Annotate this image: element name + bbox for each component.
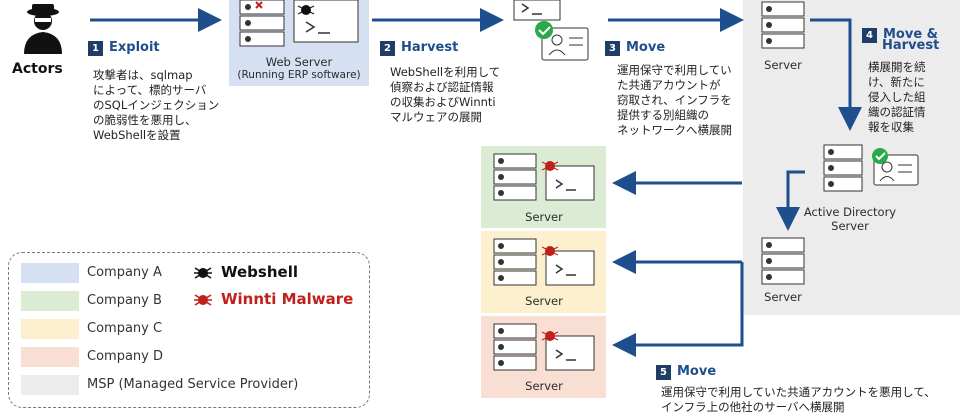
web-server-label: Web Server [265, 55, 333, 69]
step-5-number: 5 [656, 365, 671, 380]
legend-label-msp: MSP (Managed Service Provider) [87, 377, 299, 392]
legend-label-d: Company D [87, 349, 163, 364]
step-4-heading: 4 Move & [862, 23, 938, 43]
step-1-title: Exploit [109, 40, 160, 55]
legend-swatch-d [21, 347, 79, 367]
company-b-server-icon [493, 153, 595, 201]
credential-terminal-icon [513, 0, 589, 61]
company-d-server-label: Server [525, 379, 563, 393]
msp-server-bottom-label: Server [764, 290, 802, 304]
legend-label-c: Company C [87, 321, 163, 336]
step-2-desc: WebShellを利用して 偵察および認証情報 の収集およびWinnti マルウ… [390, 65, 501, 124]
step-3-heading: 3 Move [605, 36, 665, 56]
legend-winnti-label: Winnti Malware [221, 290, 354, 308]
ad-label: Active Directory [803, 205, 897, 219]
web-server-icon [239, 0, 359, 47]
winnti-bug-icon [541, 161, 559, 171]
webshell-bug-icon [297, 5, 315, 15]
step-2-title: Harvest [401, 40, 459, 55]
company-d-server-icon [493, 323, 595, 371]
ad-check-icon [872, 148, 888, 164]
active-directory-icon [823, 144, 919, 192]
web-server-sub: (Running ERP software) [237, 69, 361, 81]
actor-icon [24, 4, 62, 54]
step-5-heading: 5 Move [656, 360, 716, 380]
step-4-number: 4 [862, 28, 877, 43]
winnti-bug-icon [541, 331, 559, 341]
step-1-heading: 1 Exploit [88, 36, 160, 56]
step-3-number: 3 [605, 41, 620, 56]
company-b-server-label: Server [525, 210, 563, 224]
winnti-bug-icon [194, 294, 212, 306]
step-5-title: Move [677, 364, 717, 379]
winnti-bug-icon [541, 246, 559, 256]
step-3-title: Move [626, 40, 666, 55]
step-4-title-2: Harvest [882, 38, 940, 53]
webshell-bug-icon [194, 267, 212, 279]
company-c-server-icon [493, 238, 595, 286]
legend-swatch-a [21, 263, 79, 283]
legend-swatch-b [21, 291, 79, 311]
step-3-desc: 運用保守で利用してい た共通アカウントが 窃取され、インフラを 提供する別組織の… [617, 63, 732, 137]
actors-label: Actors [12, 61, 63, 77]
step-2-number: 2 [380, 41, 395, 56]
msp-server-bottom-icon [761, 237, 805, 285]
ad-label-2: Server [831, 219, 869, 233]
step-1-desc: 攻撃者は、sqlmap によって、標的サーバ のSQLインジェクション の脆弱性… [93, 68, 220, 142]
arrow-to-d [612, 262, 744, 357]
msp-server-top-icon [761, 1, 805, 49]
legend-label-a: Company A [87, 265, 162, 280]
legend-label-b: Company B [87, 293, 162, 308]
step-1-number: 1 [88, 41, 103, 56]
legend-webshell-label: Webshell [221, 263, 298, 281]
legend-swatch-c [21, 319, 79, 339]
msp-server-top-label: Server [764, 58, 802, 72]
company-c-server-label: Server [525, 294, 563, 308]
step-2-heading: 2 Harvest [380, 36, 458, 56]
arrow-to-ad [810, 18, 862, 131]
arrow-down-ad [776, 170, 805, 231]
legend: Company A Company B Company C Company D … [8, 252, 370, 408]
check-icon [535, 21, 553, 39]
step-4-desc: 横展開を続 け、新たに 侵入した組 織の認証情 報を収集 [868, 60, 926, 134]
legend-swatch-msp [21, 375, 79, 395]
step-5-desc: 運用保守で利用していた共通アカウントを悪用して、 インフラ上の他社のサーバへ横展… [661, 385, 936, 414]
step-4-title: Move & [883, 27, 939, 42]
